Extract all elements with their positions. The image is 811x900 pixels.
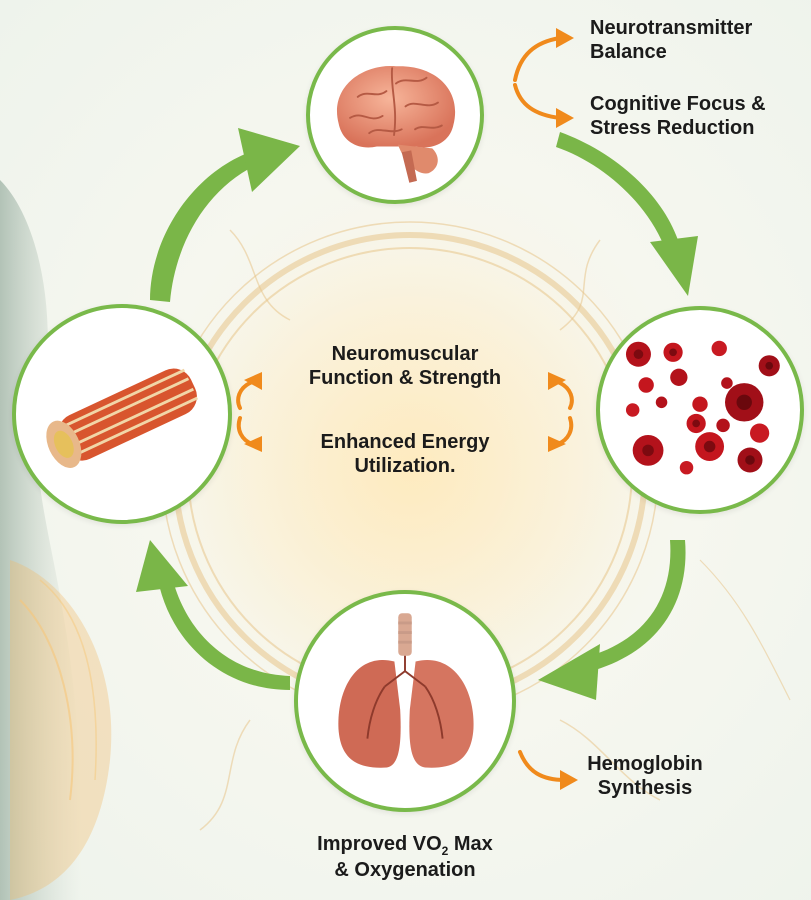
label-hemoglobin: Hemoglobin Synthesis xyxy=(570,752,720,800)
orange-arrow-energy-left xyxy=(239,418,252,444)
label-energy-line1: Enhanced Energy xyxy=(300,430,510,454)
orange-arrow-neuromuscular-right xyxy=(558,382,572,408)
orange-arrow-energy-right xyxy=(558,418,571,444)
red-blood-cells-icon xyxy=(600,310,800,510)
label-cognitive-line1: Cognitive Focus & xyxy=(590,92,766,116)
label-vo2-suffix: Max xyxy=(448,833,492,855)
muscle-fiber-icon xyxy=(16,308,228,520)
lungs-icon xyxy=(298,594,512,808)
label-vo2-line2: & Oxygenation xyxy=(295,858,515,882)
arrow-brain-to-blood-head xyxy=(650,236,698,296)
brain-icon xyxy=(310,30,480,200)
arrow-muscle-to-brain-head xyxy=(238,128,300,192)
label-vo2: Improved VO2 Max & Oxygenation xyxy=(295,832,515,882)
arrow-brain-to-blood xyxy=(556,132,678,246)
label-neuromuscular-line1: Neuromuscular xyxy=(300,342,510,366)
label-hemoglobin-line1: Hemoglobin xyxy=(570,752,720,776)
arrow-muscle-to-brain xyxy=(150,152,256,302)
label-energy: Enhanced Energy Utilization. xyxy=(300,430,510,478)
label-neurotransmitter: Neurotransmitter Balance xyxy=(590,16,752,64)
blood-node xyxy=(596,306,804,514)
arrow-lungs-to-muscle xyxy=(158,577,290,690)
label-neuromuscular: Neuromuscular Function & Strength xyxy=(300,342,510,390)
arrow-blood-to-lungs-head xyxy=(538,644,600,700)
arrow-blood-to-lungs xyxy=(590,540,686,670)
label-cognitive: Cognitive Focus & Stress Reduction xyxy=(590,92,766,140)
label-neurotransmitter-line1: Neurotransmitter xyxy=(590,16,752,40)
label-vo2-line1: Improved VO2 Max xyxy=(295,832,515,858)
label-cognitive-line2: Stress Reduction xyxy=(590,116,766,140)
orange-arrow-neuromuscular-left xyxy=(238,382,252,408)
orange-arrow-cognitive xyxy=(515,85,560,118)
label-energy-line2: Utilization. xyxy=(300,454,510,478)
orange-arrow-neurotransmitter xyxy=(515,38,560,80)
label-neuromuscular-line2: Function & Strength xyxy=(300,366,510,390)
label-neurotransmitter-line2: Balance xyxy=(590,40,752,64)
muscle-node xyxy=(12,304,232,524)
brain-node xyxy=(306,26,484,204)
orange-arrow-hemoglobin xyxy=(520,752,565,780)
label-hemoglobin-line2: Synthesis xyxy=(570,776,720,800)
arrow-lungs-to-muscle-head xyxy=(136,540,188,592)
lungs-node xyxy=(294,590,516,812)
label-vo2-prefix: Improved VO xyxy=(317,833,441,855)
